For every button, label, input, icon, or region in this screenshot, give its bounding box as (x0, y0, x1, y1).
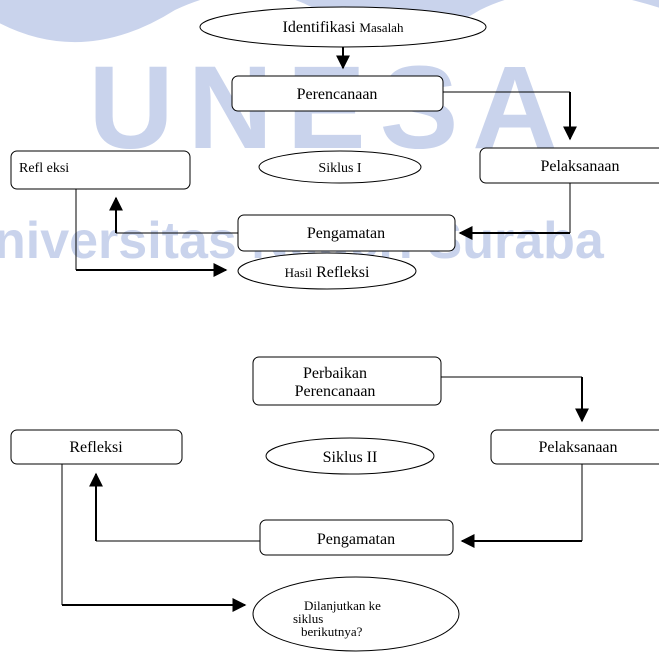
node-pelaksanaan-2 (490, 429, 659, 465)
hasil-small-text: Hasil (285, 265, 313, 280)
pengamatan-2-label: Pengamatan (317, 531, 395, 548)
identifikasi-main-text: Identifikasi (283, 19, 356, 36)
node-dilanjutkan (252, 576, 460, 652)
identifikasi-label: Identifikasi Masalah (283, 19, 404, 36)
refleksi-2-label: Refleksi (69, 439, 123, 456)
node-refleksi (10, 150, 191, 190)
watermark-wave-shape (0, 0, 659, 43)
node-refleksi-2 (10, 429, 183, 465)
cycle-1: Identifikasi Masalah Perencanaan Pelaksa… (10, 6, 659, 290)
hasil-main-text: Refleksi (316, 264, 370, 281)
pelaksanaan-label: Pelaksanaan (540, 158, 619, 175)
node-pelaksanaan (479, 147, 659, 184)
identifikasi-small-text: Masalah (359, 20, 404, 35)
dilanjutkan-line-1: Dilanjutkan ke (304, 598, 381, 613)
dilanjutkan-line-2: siklus (293, 611, 323, 626)
node-siklus-1 (258, 150, 422, 184)
siklus-2-label: Siklus II (323, 449, 378, 466)
pelaksanaan-2-label: Pelaksanaan (538, 439, 617, 456)
hasil-refleksi-label: Hasil Refleksi (285, 264, 370, 281)
refleksi-label: Refl eksi (19, 161, 69, 176)
cycle-2: Perbaikan Perencanaan Pelaksanaan Reflek… (10, 356, 659, 652)
perencanaan-label: Perencanaan (297, 86, 378, 103)
node-pengamatan-2 (259, 519, 454, 556)
node-siklus-2 (265, 437, 435, 475)
perbaikan-line-1: Perbaikan (303, 365, 367, 382)
dilanjutkan-line-3: berikutnya? (301, 624, 363, 639)
perbaikan-line-2: Perencanaan (295, 383, 376, 400)
siklus-1-label: Siklus I (318, 161, 362, 176)
pengamatan-label: Pengamatan (307, 225, 385, 242)
node-perbaikan-perencanaan (252, 356, 442, 406)
node-perencanaan (231, 75, 444, 112)
node-hasil-refleksi (237, 252, 417, 290)
